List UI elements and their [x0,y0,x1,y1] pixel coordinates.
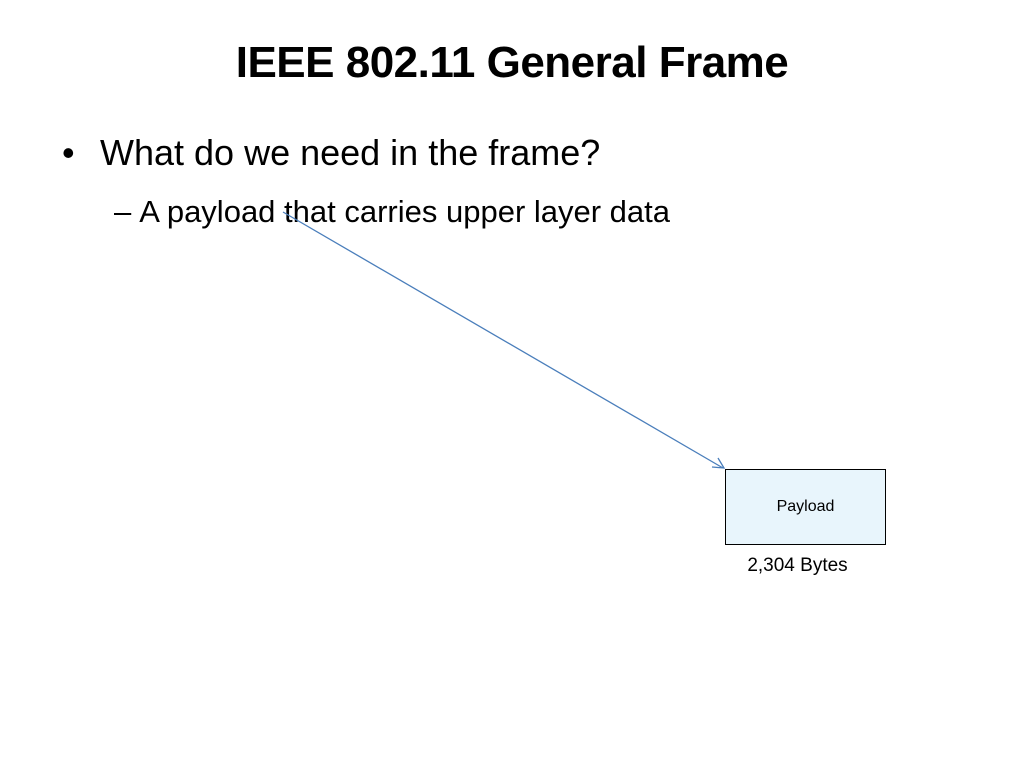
payload-field-label: Payload [776,498,835,515]
sub-bullet-item: –A payload that carries upper layer data [114,194,670,230]
bullet-item: • What do we need in the frame? [62,132,600,174]
arrow-line [282,211,724,469]
arrowhead-icon [711,457,726,469]
dash-icon: – [114,194,132,229]
payload-field-box: Payload [725,469,886,545]
bullet-icon: • [62,132,75,173]
bullet-text: What do we need in the frame? [100,132,601,173]
slide-title: IEEE 802.11 General Frame [235,38,789,87]
sub-bullet-text: A payload that carries upper layer data [139,194,671,229]
payload-size-label: 2,304 Bytes [747,555,848,576]
